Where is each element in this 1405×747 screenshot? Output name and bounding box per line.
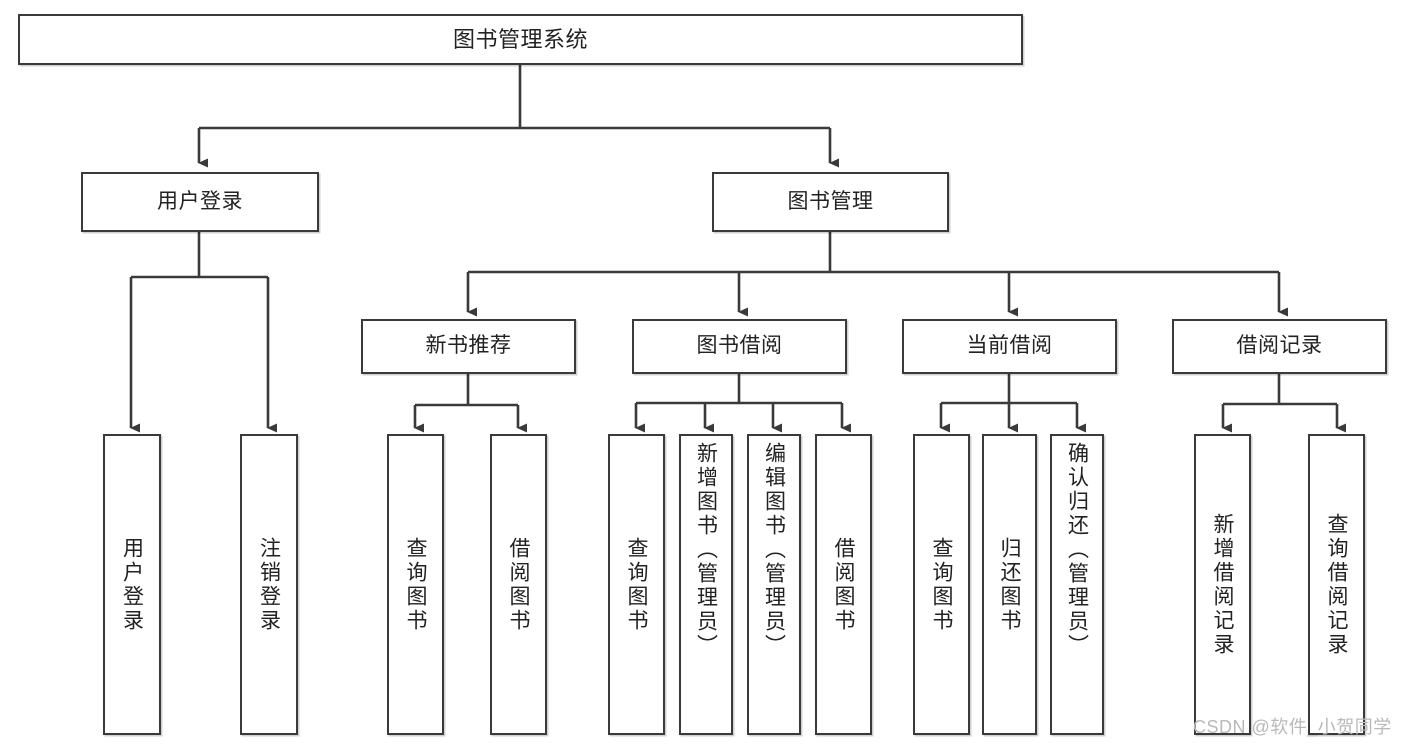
node-leaf-return-book-label: 归还图书 xyxy=(998,536,1021,633)
node-leaf-add-book-label: 新增图书（管理员） xyxy=(694,442,718,658)
node-leaf-query-book-3-label: 查询图书 xyxy=(930,536,953,633)
node-leaf-user-logout[interactable]: 注销登录 xyxy=(240,434,298,735)
node-leaf-confirm-return[interactable]: 确认归还（管理员） xyxy=(1050,434,1104,735)
node-leaf-query-book-1[interactable]: 查询图书 xyxy=(387,434,444,735)
node-leaf-edit-book[interactable]: 编辑图书（管理员） xyxy=(747,434,801,735)
node-current-borrow[interactable]: 当前借阅 xyxy=(902,319,1117,374)
node-leaf-borrow-book-2-label: 借阅图书 xyxy=(832,536,855,633)
node-root-system[interactable]: 图书管理系统 xyxy=(18,14,1023,65)
node-book-borrow[interactable]: 图书借阅 xyxy=(632,319,847,374)
node-leaf-return-book[interactable]: 归还图书 xyxy=(982,434,1037,735)
node-leaf-confirm-return-label: 确认归还（管理员） xyxy=(1065,442,1089,658)
node-leaf-add-record[interactable]: 新增借阅记录 xyxy=(1194,434,1251,735)
node-user-login-label: 用户登录 xyxy=(157,189,243,213)
node-leaf-edit-book-label: 编辑图书（管理员） xyxy=(762,442,786,658)
node-borrow-record-label: 借阅记录 xyxy=(1236,334,1323,358)
node-root-system-label: 图书管理系统 xyxy=(452,26,588,52)
node-new-book-recommend-label: 新书推荐 xyxy=(425,334,512,358)
node-book-borrow-label: 图书借阅 xyxy=(696,334,783,358)
node-borrow-record[interactable]: 借阅记录 xyxy=(1172,319,1387,374)
watermark-text: CSDN @软件_小贺同学 xyxy=(1193,717,1392,737)
node-current-borrow-label: 当前借阅 xyxy=(966,334,1053,358)
node-leaf-query-book-3[interactable]: 查询图书 xyxy=(913,434,970,735)
node-leaf-borrow-book-2[interactable]: 借阅图书 xyxy=(815,434,872,735)
node-leaf-borrow-book-1-label: 借阅图书 xyxy=(507,536,530,633)
node-user-login[interactable]: 用户登录 xyxy=(81,172,319,232)
node-leaf-user-login-label: 用户登录 xyxy=(120,536,144,633)
node-leaf-borrow-book-1[interactable]: 借阅图书 xyxy=(490,434,547,735)
node-book-management-label: 图书管理 xyxy=(787,189,874,213)
node-leaf-add-book[interactable]: 新增图书（管理员） xyxy=(679,434,733,735)
node-leaf-query-book-2-label: 查询图书 xyxy=(625,536,648,633)
node-leaf-add-record-label: 新增借阅记录 xyxy=(1211,512,1234,657)
node-leaf-query-record[interactable]: 查询借阅记录 xyxy=(1308,434,1365,735)
node-book-management[interactable]: 图书管理 xyxy=(712,172,949,232)
node-leaf-query-book-2[interactable]: 查询图书 xyxy=(608,434,665,735)
node-leaf-user-login[interactable]: 用户登录 xyxy=(103,434,161,735)
node-leaf-user-logout-label: 注销登录 xyxy=(257,536,281,633)
node-new-book-recommend[interactable]: 新书推荐 xyxy=(361,319,576,374)
node-leaf-query-book-1-label: 查询图书 xyxy=(404,536,427,633)
node-leaf-query-record-label: 查询借阅记录 xyxy=(1325,512,1348,657)
